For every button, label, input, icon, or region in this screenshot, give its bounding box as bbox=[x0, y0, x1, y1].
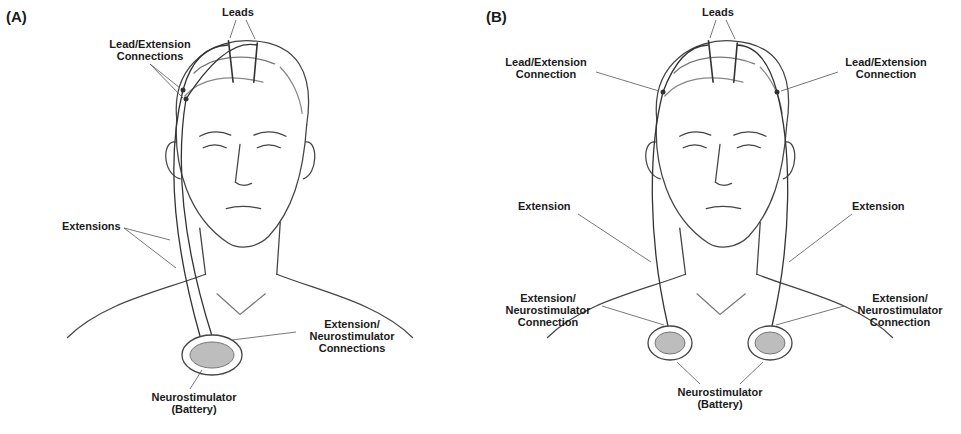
lead-wire bbox=[737, 45, 777, 92]
leader-line bbox=[781, 72, 838, 91]
part-label: Neurostimulator (Battery) bbox=[140, 391, 248, 415]
lead-wire bbox=[183, 45, 228, 90]
patient-head bbox=[68, 41, 413, 338]
leader-line bbox=[596, 72, 659, 91]
part-label: Extension/ Neurostimulator Connection bbox=[846, 292, 954, 328]
leader-lines bbox=[124, 20, 296, 389]
part-label: Leads bbox=[702, 6, 734, 18]
lead-wire bbox=[186, 44, 257, 99]
part-label: Extension/ Neurostimulator Connections bbox=[298, 318, 406, 354]
lead-wires bbox=[652, 45, 787, 326]
leader-line bbox=[726, 20, 735, 39]
patient-head bbox=[548, 41, 893, 338]
leader-line bbox=[710, 20, 716, 38]
leader-line bbox=[246, 20, 255, 39]
neurostimulator bbox=[648, 326, 692, 360]
leader-line bbox=[578, 214, 651, 262]
leader-line bbox=[190, 370, 202, 389]
leader-line bbox=[150, 64, 180, 88]
connector-dot bbox=[181, 88, 186, 93]
extension-wire bbox=[652, 92, 668, 326]
leader-line bbox=[789, 214, 852, 262]
connector-dot bbox=[775, 90, 780, 95]
neurostimulator bbox=[182, 335, 242, 375]
extension-wire bbox=[174, 90, 200, 336]
part-label: Extension/ Neurostimulator Connection bbox=[494, 292, 602, 328]
part-label: Extension bbox=[852, 200, 905, 212]
leader-line bbox=[150, 64, 183, 98]
neurostimulator bbox=[748, 326, 792, 360]
leader-line bbox=[677, 362, 700, 384]
part-label: Lead/Extension Connection bbox=[836, 56, 936, 80]
neurostimulator-face bbox=[190, 342, 234, 368]
lead-wire bbox=[663, 45, 708, 92]
extension-wire bbox=[772, 92, 788, 326]
part-label: Lead/Extension Connection bbox=[496, 56, 596, 80]
lead-wires bbox=[174, 44, 257, 336]
leader-lines bbox=[578, 20, 852, 384]
panel-label: (A) bbox=[6, 8, 27, 25]
part-label: Leads bbox=[222, 6, 254, 18]
neurostimulator-face bbox=[655, 332, 685, 354]
leader-line bbox=[740, 362, 763, 384]
part-label: Neurostimulator (Battery) bbox=[666, 386, 774, 410]
leader-line bbox=[776, 306, 844, 325]
extension-wire bbox=[181, 99, 212, 336]
leader-line bbox=[232, 332, 296, 340]
connector-dot bbox=[661, 90, 666, 95]
part-label: Extensions bbox=[62, 220, 121, 232]
part-label: Lead/Extension Connections bbox=[100, 38, 200, 62]
panel-label: (B) bbox=[486, 8, 507, 25]
leader-line bbox=[602, 306, 664, 325]
connector-dot bbox=[184, 97, 189, 102]
part-label: Extension bbox=[518, 200, 571, 212]
neurostimulator-face bbox=[755, 332, 785, 354]
leader-line bbox=[124, 228, 170, 240]
leader-line bbox=[230, 20, 236, 38]
leader-line bbox=[124, 228, 176, 268]
